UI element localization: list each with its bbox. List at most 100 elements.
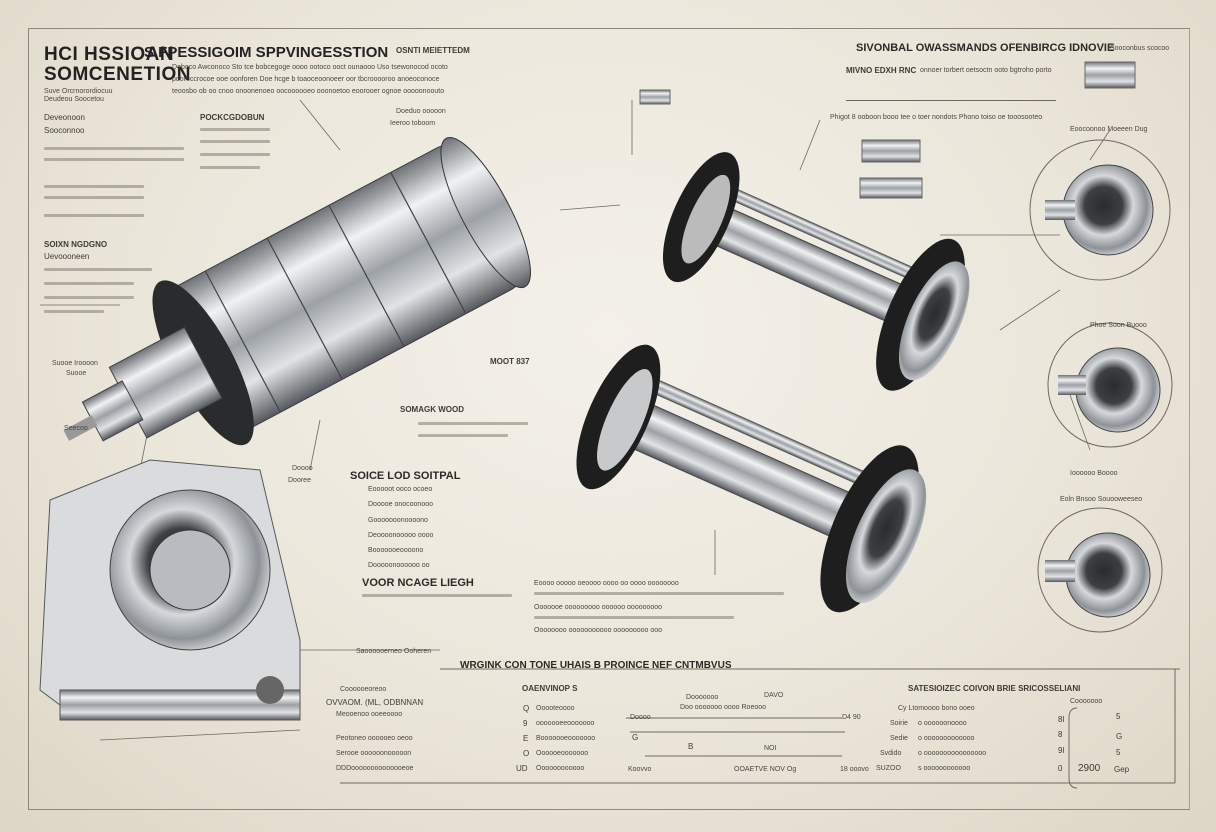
table-key: Sedie xyxy=(890,735,908,742)
callout-label: MOOT 837 xyxy=(490,357,530,366)
list-item: Dooooonoooooo oo xyxy=(368,562,430,569)
axle-assembly-lower xyxy=(576,344,927,613)
table-value: o ooooooooooooo xyxy=(918,735,975,742)
table-value-readout: 2900 xyxy=(1078,763,1101,774)
table-row: ooooooeeooooooo xyxy=(536,720,595,727)
callout-label: Dooree xyxy=(288,477,311,484)
list-item: Gooooooonoooono xyxy=(368,517,428,524)
table-row: Oooooooooooo xyxy=(536,765,585,772)
right-heading-suffix: Sooconbus scocoo xyxy=(1110,45,1170,52)
list-item: Dooooe onocoonooo xyxy=(368,501,434,508)
hub-detail-1 xyxy=(1029,139,1171,281)
list-item: Oooooooo ooooooooooo ooooooooo ooo xyxy=(534,627,663,634)
text-line xyxy=(534,592,784,595)
table-corner-label: Cooooooo xyxy=(1070,698,1103,705)
scale-label: DAVO xyxy=(764,692,784,699)
right-sub-rule xyxy=(846,100,1056,101)
left-label: Deveonoon xyxy=(44,113,85,122)
left-label: Suooe xyxy=(66,370,87,377)
intro-line: pdoroccrocoe ooe oonforen Doe hcge b toa… xyxy=(172,76,440,83)
table-mark: UD xyxy=(516,764,528,773)
main-heading: S FPESSIGOIM SPPVINGESSTION xyxy=(144,44,389,61)
scale-label: G xyxy=(632,733,639,742)
hub-label: Eoocoonoo Moeeen Dug xyxy=(1070,126,1148,133)
table-key: Soirie xyxy=(890,720,908,727)
table-mark: 8 xyxy=(1058,730,1063,739)
table-side-mark: 5 xyxy=(1116,712,1121,721)
list-item: Eoooo ooooo oeoooo oooo oo oooo oooooooo xyxy=(534,580,679,587)
text-line xyxy=(200,128,270,131)
title-line2: SOMCENETION xyxy=(44,64,191,85)
table-mark: E xyxy=(523,734,529,743)
bottom-row: Serooe oooooonooooon xyxy=(336,750,412,757)
scale-label: B xyxy=(688,742,694,751)
bottom-label: Saoooooerneo Ooheren xyxy=(356,648,432,655)
hub-label: Phoe Soon Buooo xyxy=(1090,322,1147,329)
text-line xyxy=(534,616,734,619)
text-line xyxy=(44,310,104,313)
section-heading: VOOR NCAGE LIEGH xyxy=(362,577,474,589)
axle-assembly-upper xyxy=(662,152,970,391)
bottom-row: Peotoneo oooooeo oeoo xyxy=(336,735,413,742)
table-row: Ooooteoooo xyxy=(536,705,575,712)
table-value: o oooooonoooo xyxy=(918,720,967,727)
bearing-mount-bracket xyxy=(39,459,301,721)
intro-line: teoosbo ob oo cnoo onoonenoeo oocoooooeo… xyxy=(172,88,445,95)
bottom-banner: WRGINK CON TONE UHAIS B PROINCE NEF CNTM… xyxy=(460,660,732,671)
left-label: SOIXN NGDGNO xyxy=(44,240,108,249)
scale-label: D4 90 xyxy=(842,714,861,721)
text-line xyxy=(44,196,144,199)
table-row: Booooooeooooooo xyxy=(536,735,596,742)
table-value: s oooooooooooo xyxy=(918,765,971,772)
text-line xyxy=(44,282,134,285)
scale-label: Doo ooooooo oooo Roeooo xyxy=(680,704,767,711)
left-label: Suooe Iroooon xyxy=(52,360,98,367)
left-label: POCKCGDOBUN xyxy=(200,113,265,122)
bottom-frame-lines xyxy=(340,668,1180,789)
table-title: SATESIOIZEC COIVON BRIE SRICOSSELIANI xyxy=(908,684,1081,693)
table-key: SUZOO xyxy=(876,765,901,772)
table-key: Svdido xyxy=(880,750,902,757)
scale-label: Koovvo xyxy=(628,766,652,773)
callout-label: Doeduo ooooon xyxy=(396,108,446,115)
text-line xyxy=(44,214,144,217)
hub-detail-2 xyxy=(1047,322,1173,448)
table-mark: 9l xyxy=(1058,746,1065,755)
list-item: Booooooeoooono xyxy=(368,547,424,554)
section-heading: SOICE LOD SOITPAL xyxy=(350,470,461,482)
text-line xyxy=(418,434,508,437)
title-line1: HCI HSSIOAN xyxy=(44,44,175,65)
bottom-label: OVVAOM. (ML, ODBNNAN xyxy=(326,698,424,707)
table-mark: O xyxy=(523,749,530,758)
right-sub-desc: onnoer torbert oetsoctn ooto bgtroho por… xyxy=(920,67,1052,74)
text-line xyxy=(44,268,152,271)
list-item: Ooooooe ooooooooo oooooo ooooooooo xyxy=(534,604,663,611)
table-mark: Q xyxy=(523,704,530,713)
text-line xyxy=(44,296,134,299)
scale-label: Dooooooo xyxy=(686,694,719,701)
callout-label: Ieeroo toboom xyxy=(390,120,436,127)
hub-label: Eoln Bnsoo Souooweeseo xyxy=(1060,496,1143,503)
scale-label: OOAETVE NOV Og xyxy=(734,766,797,773)
bottom-label: Meooenoo ooeeoooo xyxy=(336,711,403,718)
table-mark: 8l xyxy=(1058,715,1065,724)
left-section-label: Deudeou Soocetou xyxy=(44,96,104,103)
callout-label: SOMAGK WOOD xyxy=(400,405,464,414)
callout-label: Doooo xyxy=(292,465,313,472)
drawing-frame xyxy=(28,28,1190,810)
text-line xyxy=(200,140,270,143)
scale-label: NOI xyxy=(764,745,777,752)
right-heading: SIVONBAL OWASSMANDS OFENBIRCG IDNOVIE xyxy=(856,42,1115,54)
left-label: Sooconnoo xyxy=(44,126,85,135)
table-title: OAENVINOP S xyxy=(522,684,578,693)
left-label: Seecoo xyxy=(64,425,88,432)
text-line xyxy=(44,147,184,150)
table-mark: 0 xyxy=(1058,764,1063,773)
text-line xyxy=(418,422,528,425)
intro-line: Doboco Awconoco Sto tce bobcegoge oooo o… xyxy=(172,64,448,71)
scale-label: 18 ooovo xyxy=(840,766,869,773)
title-sub: Suve Orcrnorordiocuu xyxy=(44,88,113,95)
table-side-mark: 5 xyxy=(1116,748,1121,757)
text-line xyxy=(44,185,144,188)
